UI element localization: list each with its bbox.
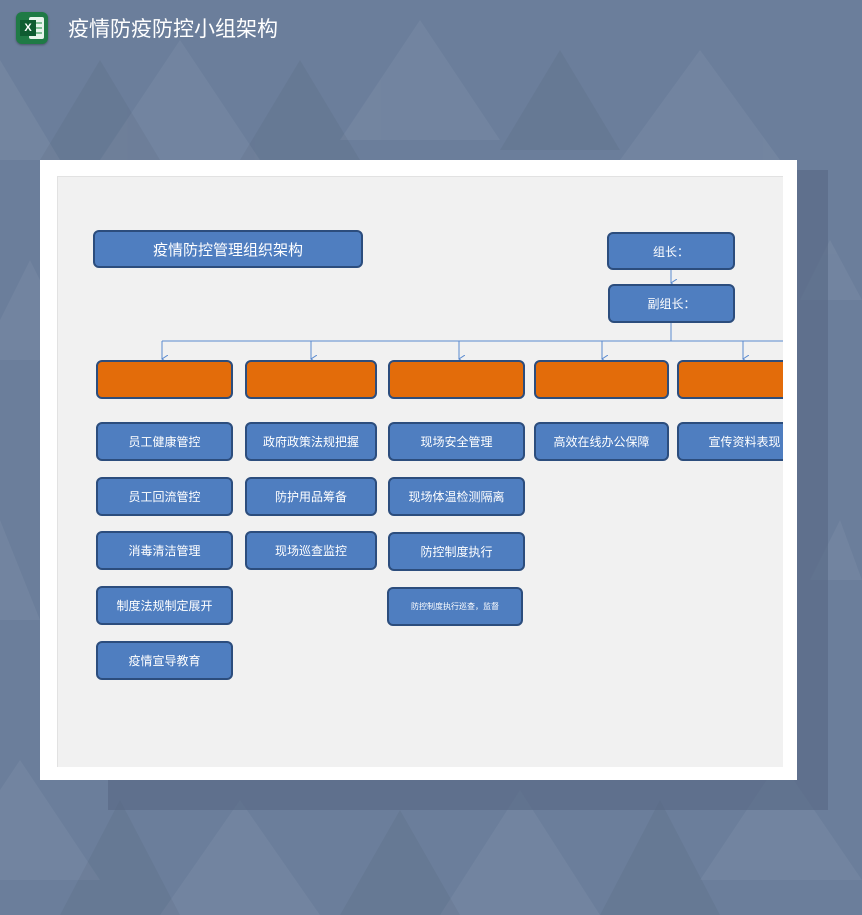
excel-icon: X [16,12,48,44]
task-box: 现场巡查监控 [245,531,377,570]
task-box: 政府政策法规把握 [245,422,377,461]
task-box: 防控制度执行巡查，监督 [387,587,523,626]
department-header-1 [96,360,233,399]
department-header-2 [245,360,377,399]
app-header: X 疫情防疫防控小组架构 [0,0,862,58]
spreadsheet-canvas: 疫情防控管理组织架构 组长： 副组长： 员工健康管控 员工回流管控 消毒清洁管理… [57,176,783,767]
task-box: 现场体温检测隔离 [388,477,525,516]
task-box: 制度法规制定展开 [96,586,233,625]
task-box: 防护用品筹备 [245,477,377,516]
department-header-3 [388,360,525,399]
task-box: 员工健康管控 [96,422,233,461]
page-title: 疫情防疫防控小组架构 [68,17,278,41]
preview-card: 疫情防控管理组织架构 组长： 副组长： 员工健康管控 员工回流管控 消毒清洁管理… [40,160,797,780]
deputy-box: 副组长： [608,284,735,323]
excel-letter: X [20,20,36,36]
diagram-title: 疫情防控管理组织架构 [93,230,363,268]
connector-lines [58,270,783,767]
task-box: 消毒清洁管理 [96,531,233,570]
task-box: 现场安全管理 [388,422,525,461]
task-box: 防控制度执行 [388,532,525,571]
task-box: 疫情宣导教育 [96,641,233,680]
department-header-4 [534,360,669,399]
task-box: 员工回流管控 [96,477,233,516]
task-box: 宣传资料表现 [677,422,783,461]
department-header-5 [677,360,783,399]
task-box: 高效在线办公保障 [534,422,669,461]
leader-box: 组长： [607,232,735,270]
